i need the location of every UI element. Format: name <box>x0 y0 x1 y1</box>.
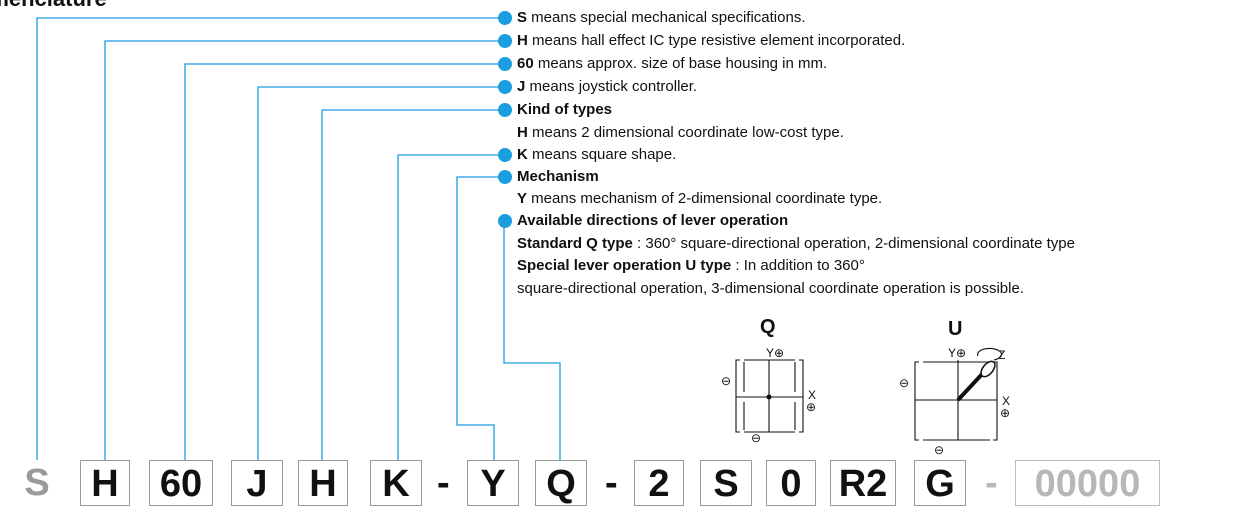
q-x-plus-label: ⊕ <box>806 400 817 414</box>
u-z-axis-label: Z <box>998 348 1006 362</box>
q-center-dot <box>766 394 772 400</box>
leader-line-s <box>36 17 505 465</box>
spec-h: H means hall effect IC type resistive el… <box>517 32 906 49</box>
leader-line-y <box>456 176 505 465</box>
code-y: Y <box>467 460 519 506</box>
u-lever-icon <box>956 360 996 402</box>
code-k: K <box>370 460 422 506</box>
bullet-s <box>498 11 512 25</box>
leader-line-k <box>397 154 505 465</box>
bullet-kind <box>498 103 512 117</box>
spec-directions-heading: Available directions of lever operation <box>517 212 789 229</box>
leader-line-q <box>503 221 561 465</box>
code-h2: H <box>298 460 348 506</box>
code-dash-1: - <box>437 462 450 504</box>
bullet-60 <box>498 57 512 71</box>
spec-mechanism-heading: Mechanism <box>517 168 599 185</box>
code-dash-3: - <box>985 462 998 504</box>
leader-line-h <box>104 40 505 465</box>
spec-s: S means special mechanical specification… <box>517 9 806 26</box>
bullet-j <box>498 80 512 94</box>
spec-u-type: Special lever operation U type : In addi… <box>517 257 865 274</box>
code-q: Q <box>535 460 587 506</box>
page-title: Nomenclature <box>0 0 107 12</box>
bullet-h <box>498 34 512 48</box>
q-y-axis-label: Y⊕ <box>766 346 785 360</box>
spec-kind-h: H means 2 dimensional coordinate low-cos… <box>517 124 844 141</box>
u-minus-left-label: ⊖ <box>899 376 910 390</box>
code-dash-2: - <box>605 462 618 504</box>
code-g: G <box>914 460 966 506</box>
u-y-axis-label: Y⊕ <box>948 346 967 360</box>
code-00000: 00000 <box>1015 460 1160 506</box>
q-minus-left-label: ⊖ <box>721 374 732 388</box>
u-minus-bottom-label: ⊖ <box>934 443 945 457</box>
spec-60: 60 means approx. size of base housing in… <box>517 55 828 72</box>
bullet-k <box>498 148 512 162</box>
q-minus-bottom-label: ⊖ <box>751 431 762 445</box>
code-s: S <box>12 460 62 506</box>
spec-k: K means square shape. <box>517 146 677 163</box>
u-diagram-label: U <box>948 318 963 340</box>
code-2: 2 <box>634 460 684 506</box>
code-h: H <box>80 460 130 506</box>
leader-line-h2 <box>321 109 505 465</box>
spec-j: J means joystick controller. <box>517 78 698 95</box>
code-j: J <box>231 460 283 506</box>
q-x-axis-label: X <box>808 388 817 402</box>
u-x-axis-label: X <box>1002 394 1011 408</box>
u-x-plus-label: ⊕ <box>1000 406 1011 420</box>
code-0: 0 <box>766 460 816 506</box>
spec-u-type-cont: square-directional operation, 3-dimensio… <box>517 280 1024 297</box>
leader-line-60 <box>184 63 505 465</box>
bullet-mechanism <box>498 170 512 184</box>
leader-line-j <box>257 86 505 465</box>
code-60: 60 <box>149 460 213 506</box>
code-s2: S <box>700 460 752 506</box>
spec-q-type: Standard Q type : 360° square-directiona… <box>517 235 1075 252</box>
part-number-code: S H 60 J H K - Y Q - 2 S 0 R2 G - 00000 <box>0 460 1250 510</box>
spec-mechanism-y: Y means mechanism of 2-dimensional coord… <box>517 190 883 207</box>
spec-kind-heading: Kind of types <box>517 101 613 118</box>
bullet-directions <box>498 214 512 228</box>
code-r2: R2 <box>830 460 896 506</box>
q-diagram-label: Q <box>760 316 776 338</box>
